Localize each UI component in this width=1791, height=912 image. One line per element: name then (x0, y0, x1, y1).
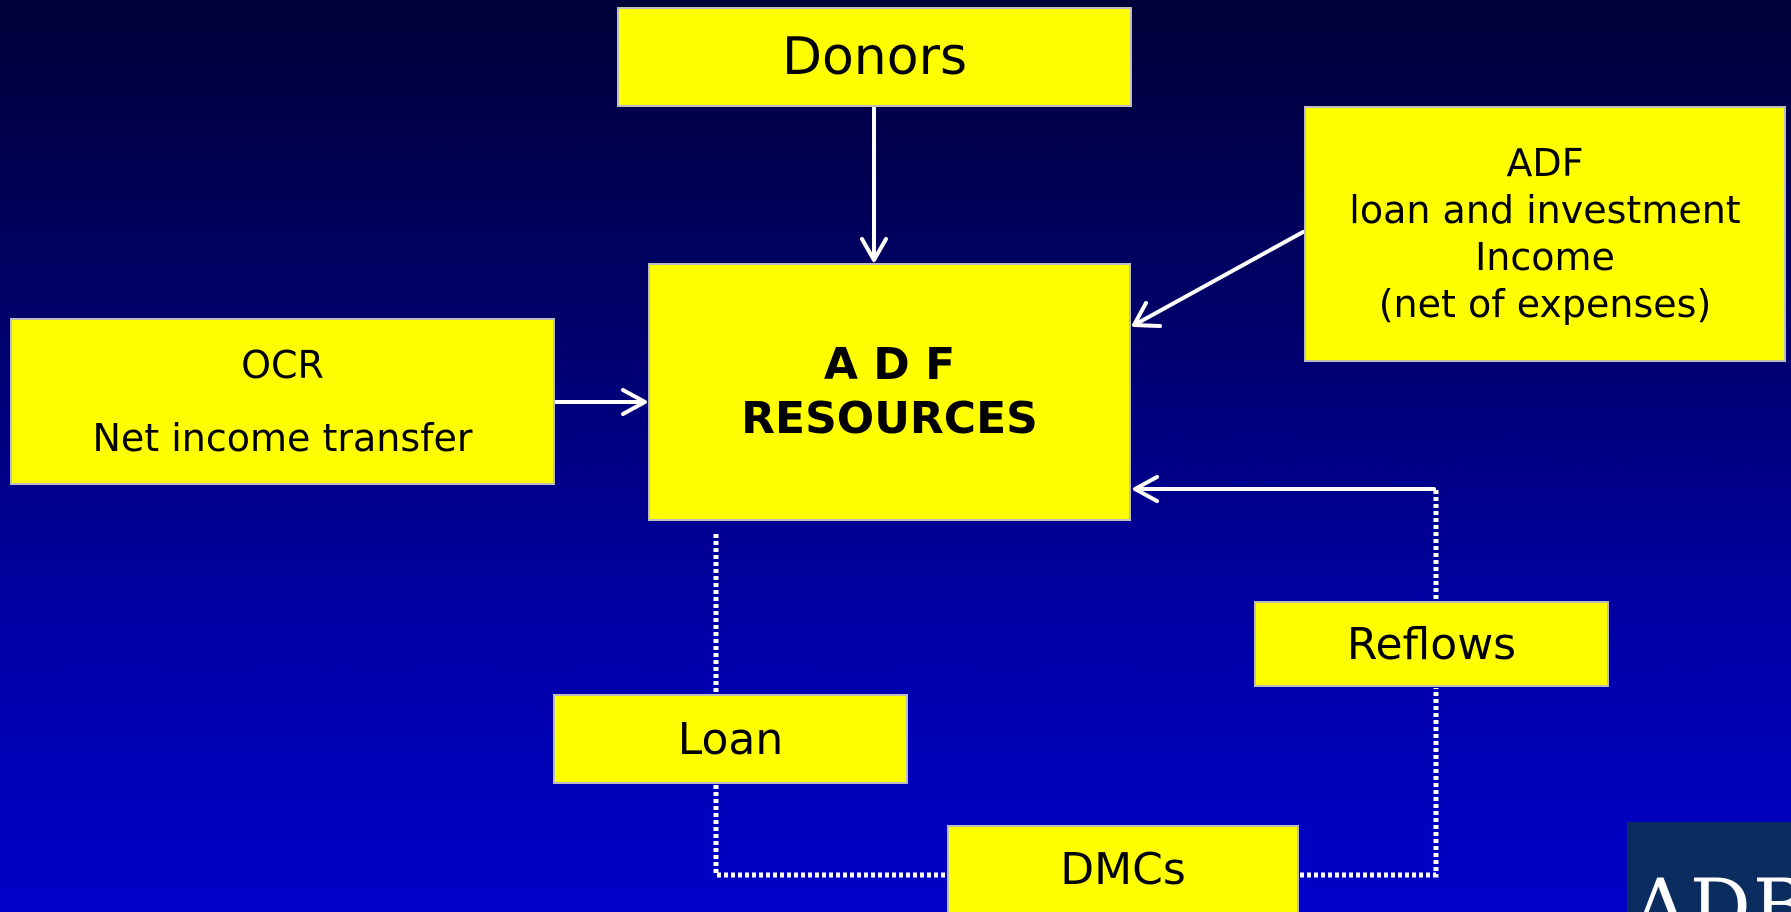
loan-box: Loan (553, 694, 908, 784)
adf-income-line-4: (net of expenses) (1378, 282, 1712, 326)
reflows-label: Reflows (1346, 618, 1517, 670)
adf-resources-box: A D F RESOURCES (648, 263, 1131, 521)
arrow-ocr-to-resources (554, 388, 647, 416)
adb-logo: ADB (1627, 822, 1791, 912)
adf-income-line-1: ADF (1506, 141, 1584, 185)
arrow-donors-to-resources (860, 106, 888, 262)
adf-income-box: ADF loan and investment Income (net of e… (1304, 106, 1786, 362)
arrow-reflows-to-resources (1133, 475, 1436, 503)
adb-logo-text: ADB (1633, 862, 1791, 912)
dmcs-label: DMCs (1060, 843, 1186, 895)
resources-line-1: A D F (823, 339, 956, 390)
adf-income-line-2: loan and investment (1349, 188, 1741, 232)
resources-line-2: RESOURCES (741, 393, 1038, 444)
reflows-box: Reflows (1254, 601, 1609, 687)
dmcs-box: DMCs (947, 825, 1299, 912)
arrow-income-to-resources (1132, 230, 1305, 328)
ocr-net-income-label: Net income transfer (92, 415, 473, 460)
donors-box: Donors (617, 7, 1132, 107)
loan-label: Loan (677, 713, 784, 765)
adf-income-line-3: Income (1475, 235, 1615, 279)
dotted-line-loan-dmcs (713, 785, 947, 878)
donors-label: Donors (781, 27, 968, 87)
ocr-box: OCR Net income transfer (10, 318, 555, 485)
dotted-line-dmcs-reflows (1300, 688, 1439, 878)
ocr-label: OCR (241, 342, 324, 387)
